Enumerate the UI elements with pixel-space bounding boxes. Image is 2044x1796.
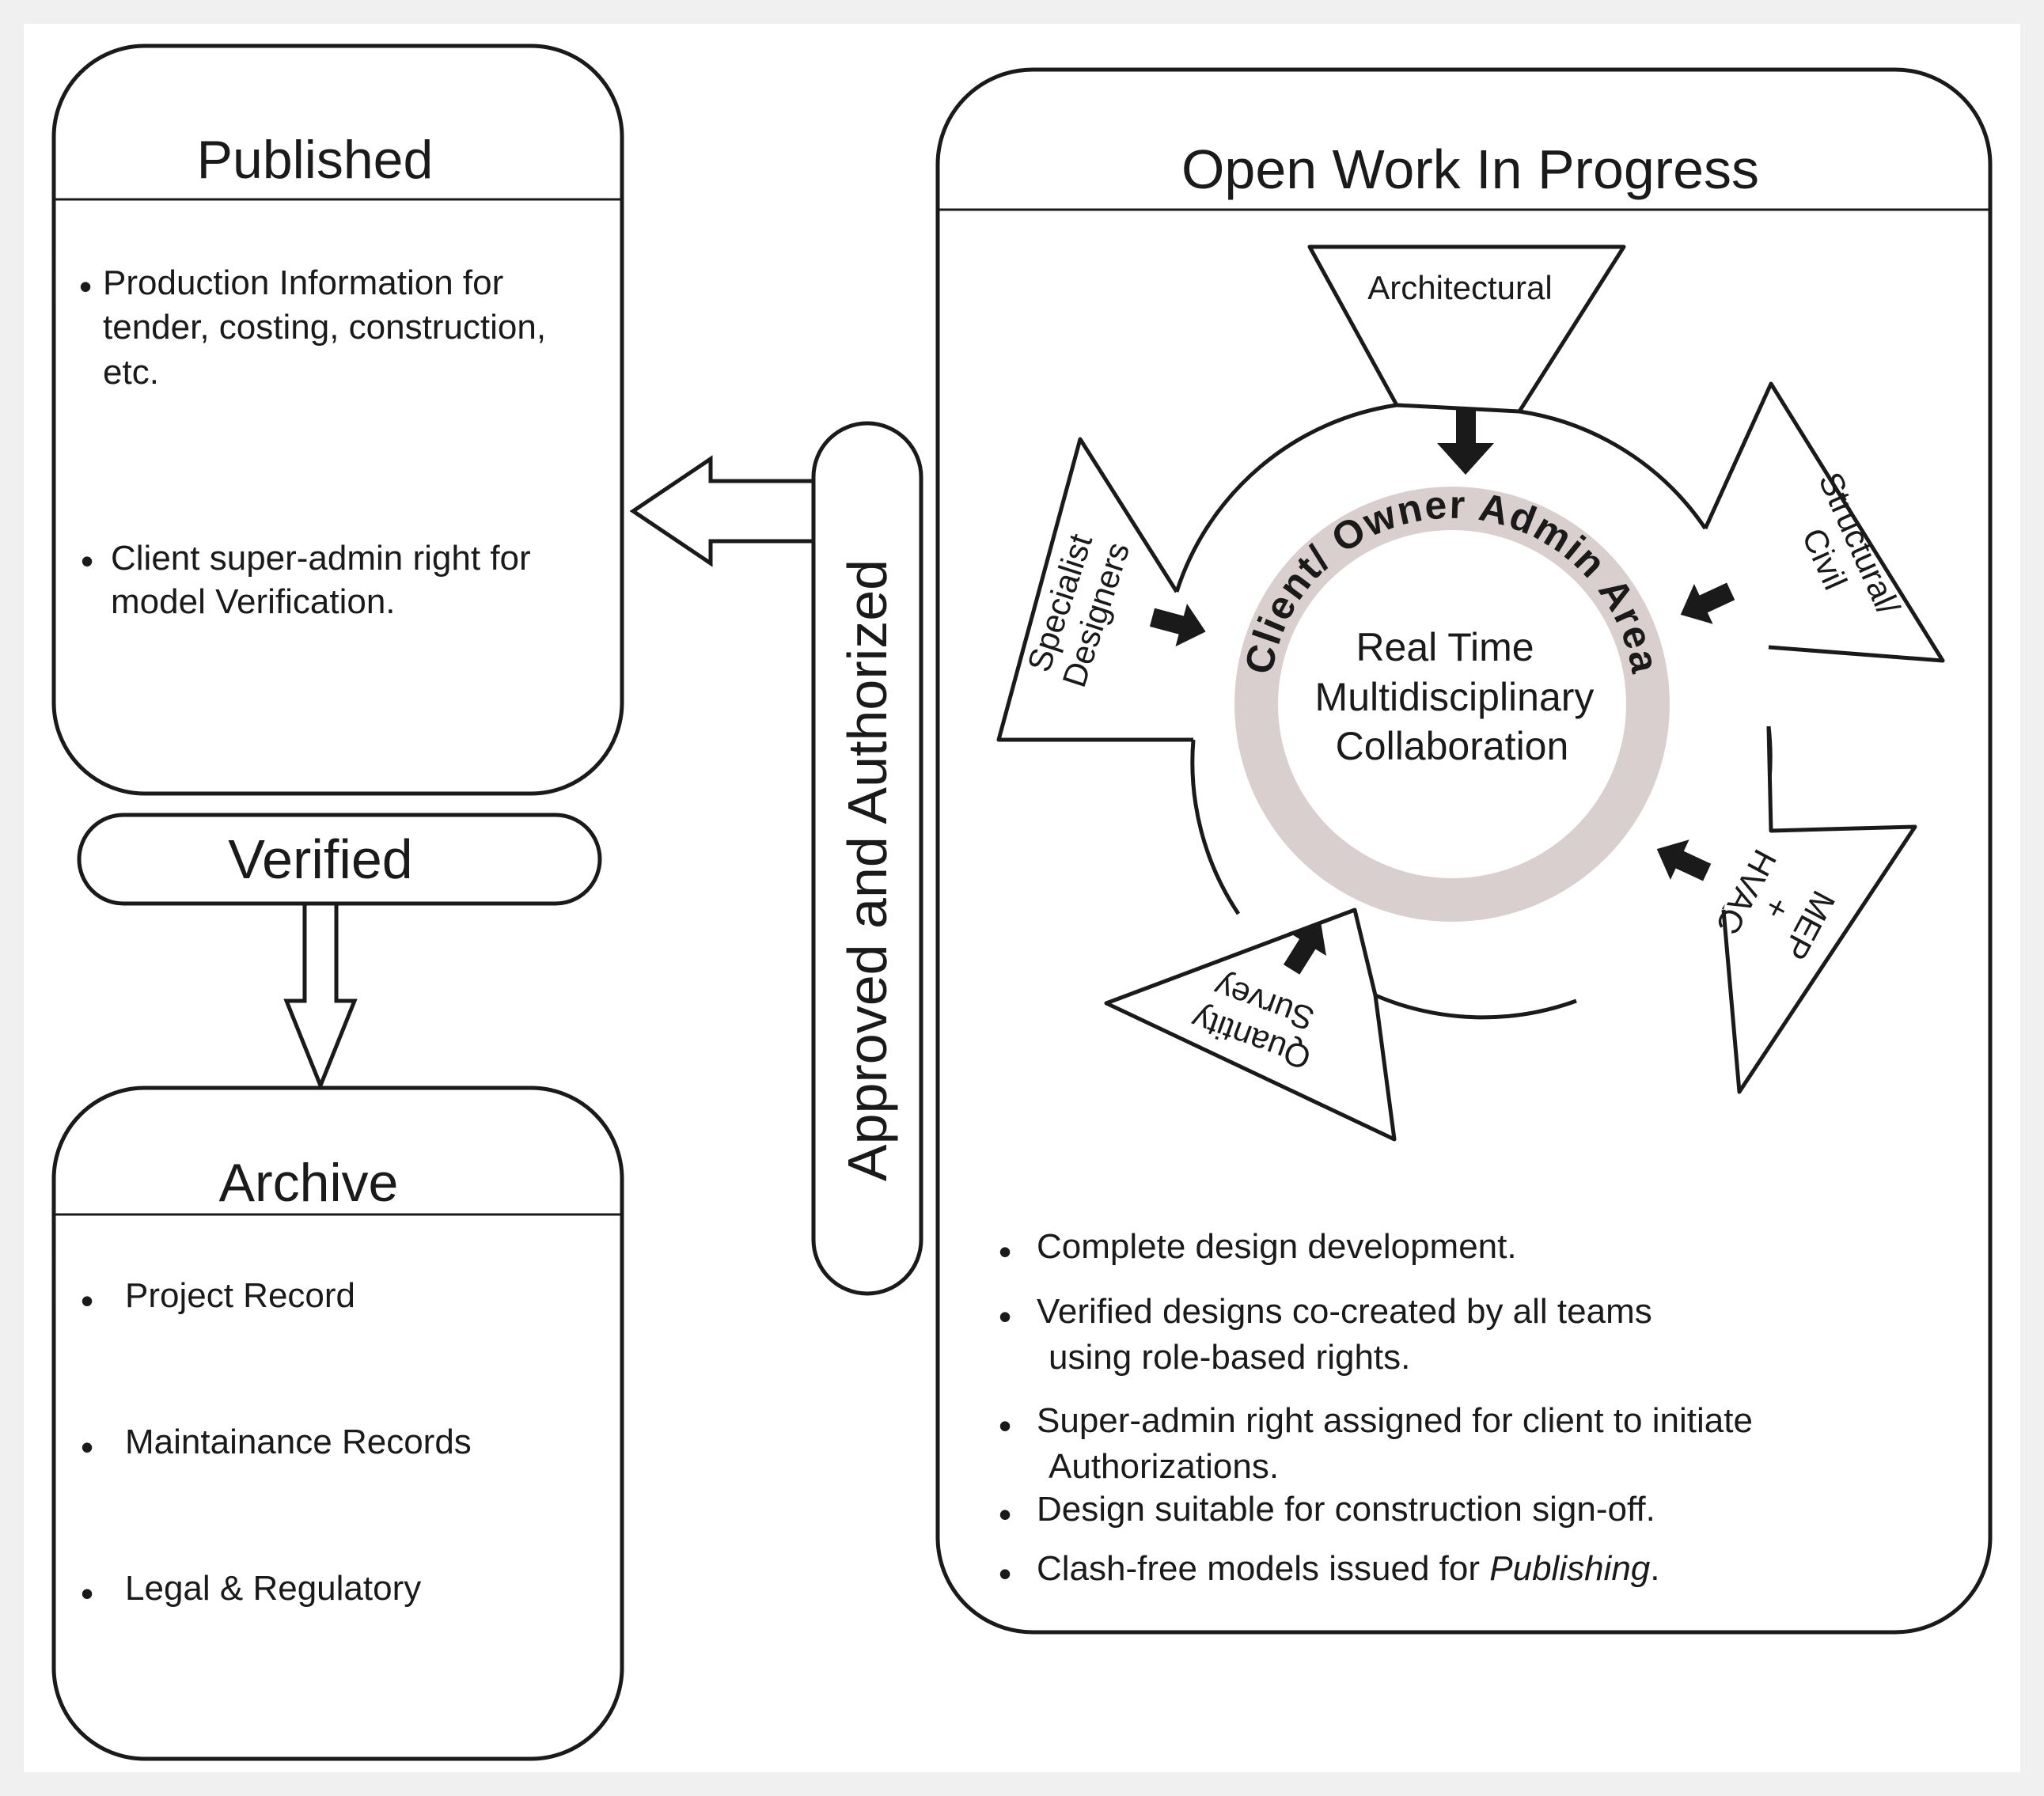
bullet-dot: • (999, 1553, 1011, 1594)
published-bullet-line: Production Information for (103, 263, 503, 302)
architectural-arrowhead (1307, 244, 1626, 414)
collaboration-core (1278, 530, 1626, 878)
published-bullet-line: etc. (103, 353, 159, 392)
published-bullet-line: model Verification. (111, 582, 396, 621)
bullet-dot: • (79, 266, 92, 307)
archive-item: Project Record (125, 1276, 355, 1315)
wip-bullet-prefix: Clash-free models issued for (1037, 1549, 1489, 1588)
published-box-border (51, 44, 624, 796)
wip-bullet-line: using role-based rights. (1049, 1338, 1410, 1377)
verified-connector: Verified (77, 813, 602, 1091)
mep-arrowhead (1721, 726, 1917, 1094)
specialist-inward-arrow-shape (1149, 604, 1206, 647)
down-arrow (283, 901, 358, 1091)
wip-bullet-line: Design suitable for construction sign-of… (1037, 1490, 1655, 1529)
verified-label: Verified (228, 828, 412, 890)
specialist-inward-arrow (1149, 604, 1206, 647)
published-bullet-2: • Client super-admin right for model Ver… (81, 539, 531, 621)
archive-title: Archive (219, 1153, 399, 1213)
published-bullet-line: Client super-admin right for (111, 539, 531, 578)
quantity-arrowhead (1104, 907, 1397, 1142)
approved-connector: Approved and Authorized (629, 421, 923, 1296)
bullet-dot: • (81, 540, 93, 582)
specialist-arrowhead (996, 437, 1193, 742)
bullet-dot: • (999, 1494, 1011, 1535)
wip-bullet-line: Complete design development. (1037, 1227, 1517, 1266)
wip-bullet-5: • Clash-free models issued for Publishin… (999, 1549, 1660, 1594)
bullet-dot: • (999, 1296, 1011, 1337)
archive-item: Maintainance Records (125, 1423, 472, 1461)
quantity-inward-arrow (1283, 923, 1326, 975)
left-arrow (629, 455, 817, 567)
architectural-label: Architectural (1367, 269, 1552, 306)
bullet-dot: • (81, 1427, 93, 1468)
bullet-dot: • (81, 1573, 93, 1614)
center-line: Collaboration (1336, 724, 1569, 768)
structural-inward-arrow (1680, 582, 1735, 624)
bullet-dot: • (999, 1231, 1011, 1272)
wip-bullet-emphasis: Publishing (1489, 1549, 1651, 1588)
architectural-inward-arrow (1437, 407, 1494, 475)
bullet-dot: • (999, 1405, 1011, 1446)
wip-bullet-3: • Super-admin right assigned for client … (999, 1401, 1753, 1486)
published-title: Published (197, 130, 434, 190)
specialist-label: Specialist Designers (1020, 529, 1136, 691)
wip-bullet-line: Clash-free models issued for Publishing. (1037, 1549, 1660, 1588)
archive-box-border (51, 1086, 624, 1761)
center-line: Multidisciplinary (1315, 675, 1595, 719)
wip-title: Open Work In Progress (1181, 138, 1759, 200)
archive-box: Archive • Project Record • Maintainance … (51, 1086, 624, 1761)
structural-arrowhead (1703, 381, 1945, 663)
wip-bullet-2: • Verified designs co-created by all tea… (999, 1292, 1652, 1377)
archive-item: Legal & Regulatory (125, 1569, 421, 1608)
approved-label: Approved and Authorized (836, 559, 898, 1181)
bullet-dot: • (81, 1280, 93, 1321)
wip-bullet-4: • Design suitable for construction sign-… (999, 1490, 1655, 1535)
wip-bullet-suffix: . (1650, 1549, 1659, 1588)
hub-outline (1174, 403, 1773, 1020)
mep-inward-arrow (1656, 839, 1712, 881)
wip-bullet-line: Verified designs co-created by all teams (1037, 1292, 1652, 1331)
wip-box: Open Work In Progress Client/ Owner Admi… (935, 67, 1993, 1635)
approved-pill (811, 421, 923, 1296)
quantity-inward-arrow-shape (1283, 923, 1326, 975)
published-bullet-1: • Production Information for tender, cos… (79, 263, 546, 392)
wip-bullet-1: • Complete design development. (999, 1227, 1517, 1272)
structural-inward-arrow-shape (1680, 582, 1735, 624)
verified-pill (77, 813, 602, 906)
center-line: Real Time (1356, 625, 1534, 669)
published-box: Published • Production Information for t… (51, 44, 624, 796)
wip-bullet-line: Authorizations. (1049, 1447, 1279, 1486)
published-bullet-line: tender, costing, construction, (103, 308, 546, 347)
mep-inward-arrow-shape (1656, 839, 1712, 881)
wip-bullet-line: Super-admin right assigned for client to… (1037, 1401, 1753, 1440)
